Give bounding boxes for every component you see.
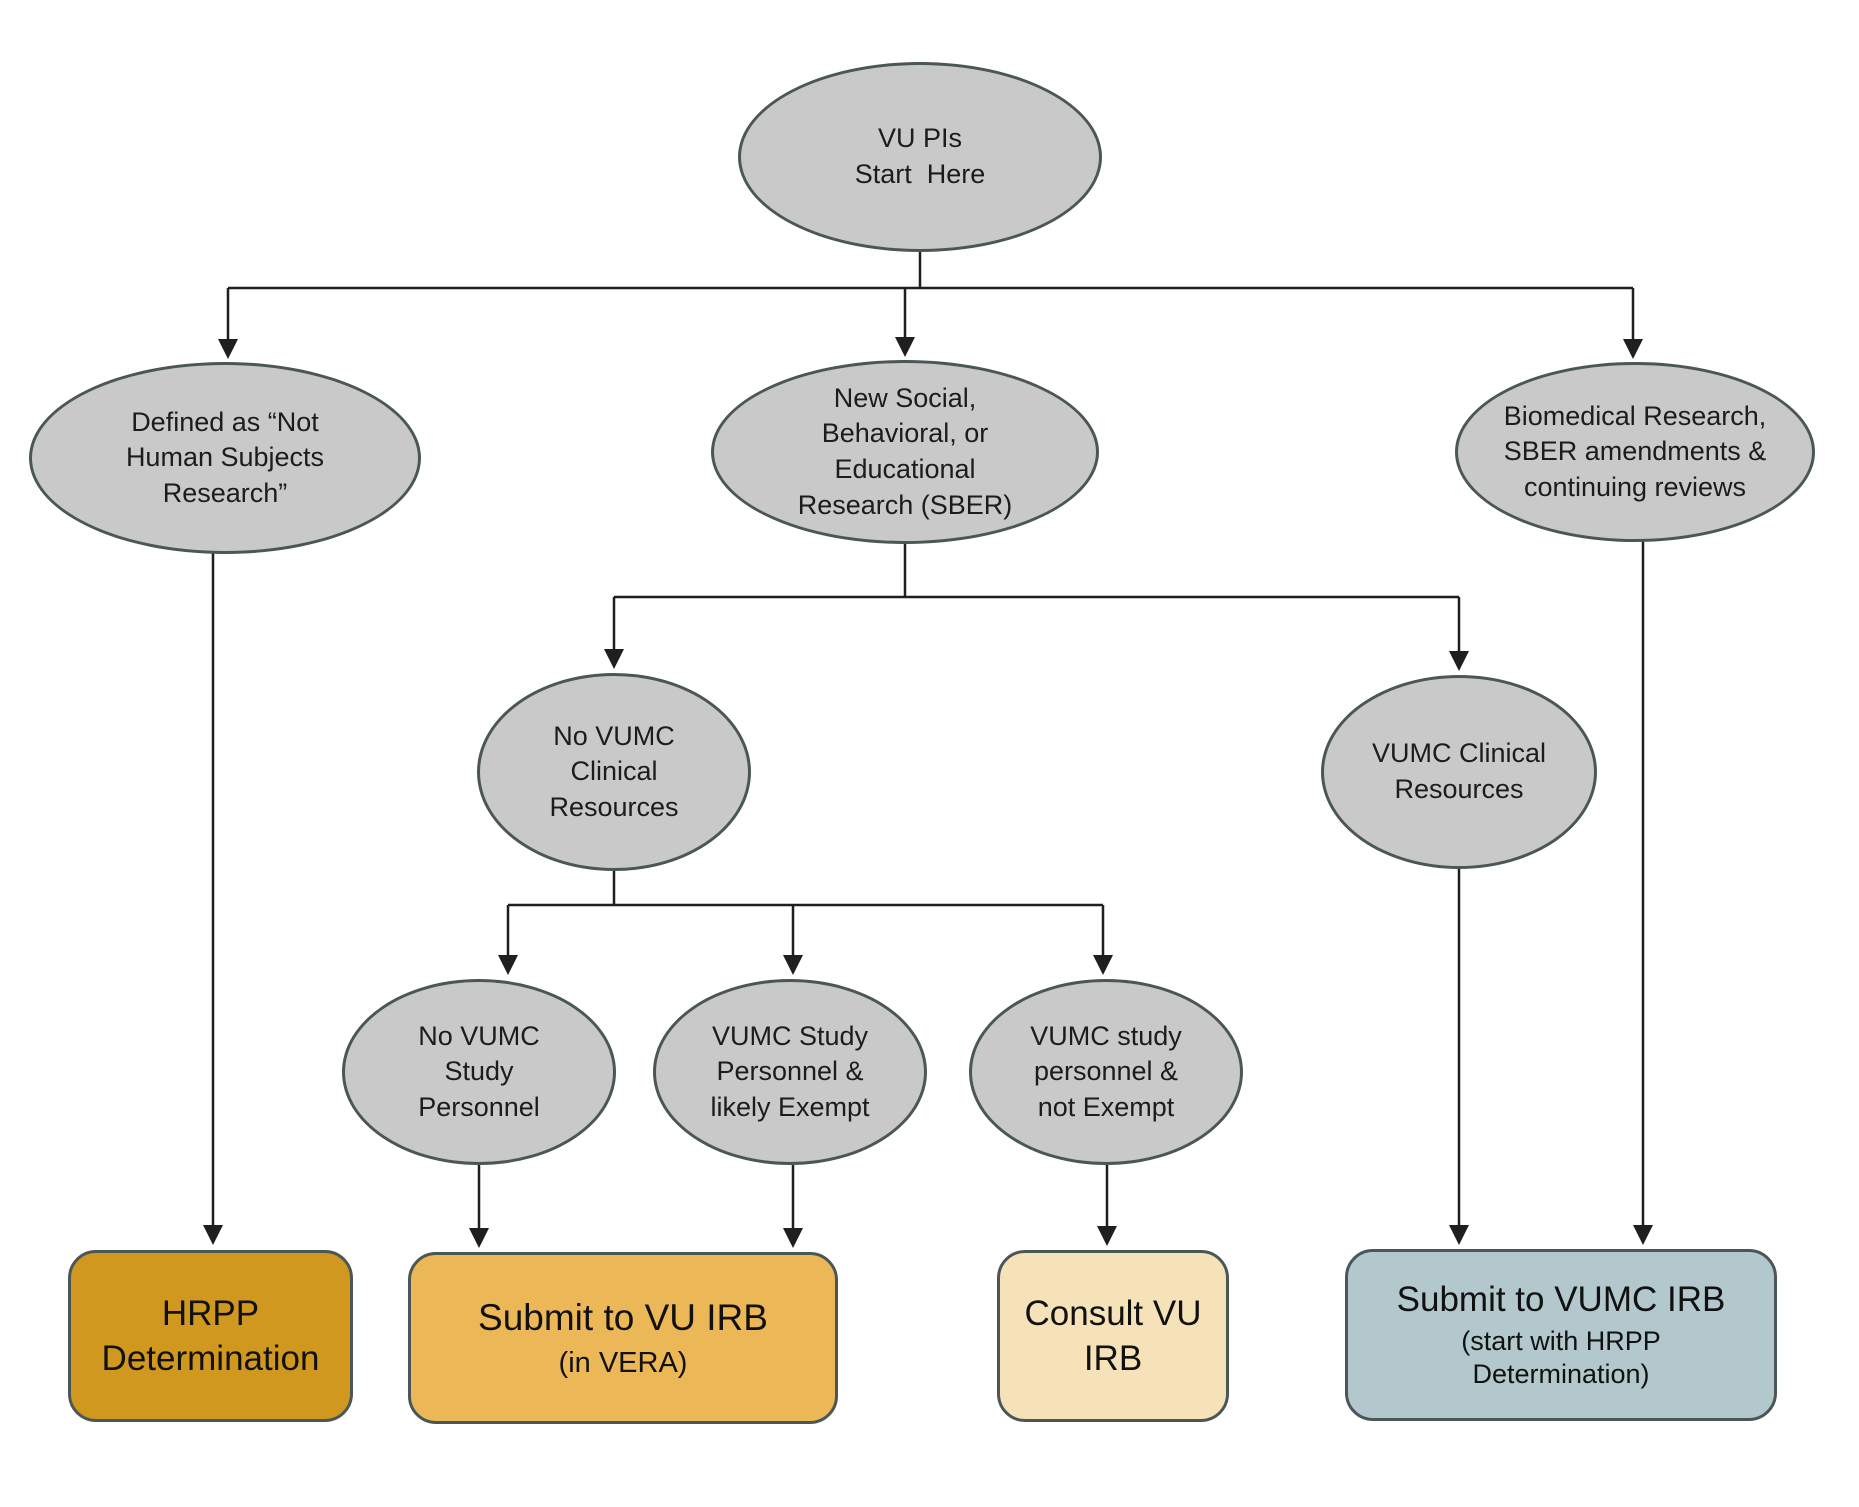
node-sber-research: New Social, Behavioral, or Educational R…: [711, 360, 1099, 544]
terminal-label: Submit to VUMC IRB: [1396, 1279, 1726, 1319]
node-biomedical-research: Biomedical Research, SBER amendments & c…: [1455, 362, 1815, 542]
node-vumc-personnel-not-exempt: VUMC study personnel & not Exempt: [969, 979, 1243, 1165]
node-not-human-subjects-research: Defined as “Not Human Subjects Research”: [29, 362, 421, 554]
node-vumc-clinical-resources: VUMC Clinical Resources: [1321, 675, 1597, 869]
terminal-submit-vu-irb: Submit to VU IRB (in VERA): [408, 1252, 838, 1424]
terminal-submit-vumc-irb: Submit to VUMC IRB (start with HRPP Dete…: [1345, 1249, 1777, 1421]
node-no-vumc-clinical-resources: No VUMC Clinical Resources: [477, 673, 751, 871]
node-label: VU PIs Start Here: [854, 123, 986, 189]
node-vumc-personnel-likely-exempt: VUMC Study Personnel & likely Exempt: [653, 979, 927, 1165]
node-label: New Social, Behavioral, or Educational R…: [797, 382, 1013, 520]
terminal-label: Submit to VU IRB: [478, 1296, 768, 1338]
terminal-sublabel: (in VERA): [558, 1347, 688, 1379]
node-label: Defined as “Not Human Subjects Research”: [125, 406, 325, 508]
node-vu-pis-start-here: VU PIs Start Here: [738, 62, 1102, 252]
node-no-vumc-study-personnel: No VUMC Study Personnel: [342, 979, 616, 1165]
node-label: VUMC study personnel & not Exempt: [1030, 1020, 1182, 1122]
node-label: No VUMC Clinical Resources: [549, 720, 679, 822]
node-label: Biomedical Research, SBER amendments & c…: [1503, 400, 1767, 502]
node-label: VUMC Clinical Resources: [1371, 738, 1547, 804]
node-label: No VUMC Study Personnel: [418, 1020, 540, 1122]
terminal-label: HRPP Determination: [101, 1293, 320, 1379]
terminal-label: Consult VU IRB: [1024, 1293, 1202, 1379]
terminal-sublabel: (start with HRPP Determination): [1461, 1325, 1661, 1390]
node-label: VUMC Study Personnel & likely Exempt: [710, 1020, 870, 1122]
terminal-hrpp-determination: HRPP Determination: [68, 1250, 353, 1422]
terminal-consult-vu-irb: Consult VU IRB: [997, 1250, 1229, 1422]
